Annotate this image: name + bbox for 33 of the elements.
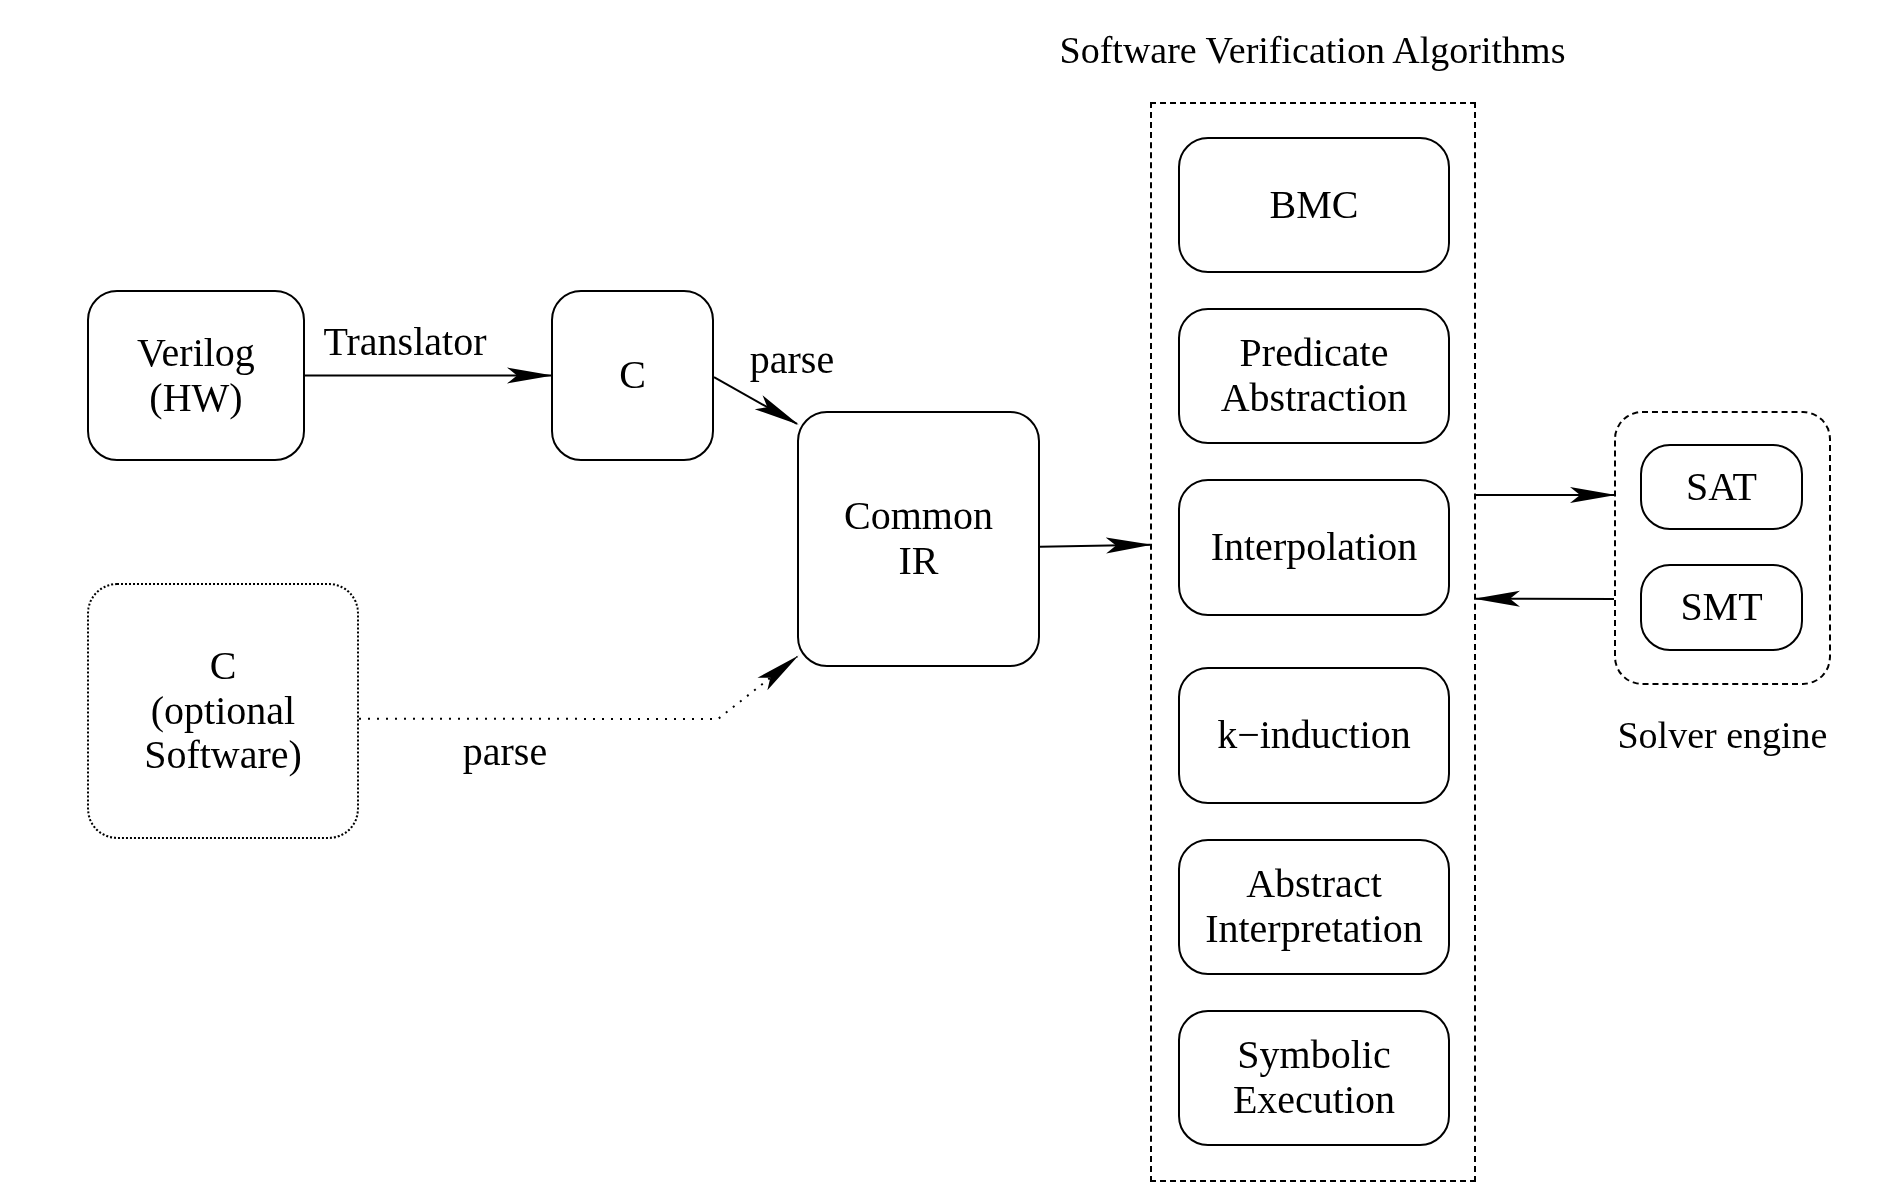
box-text: Abstract Interpretation [1205,862,1423,952]
box-text: Symbolic Execution [1232,1033,1396,1123]
process-box [87,290,305,461]
box-text: SAT [1685,464,1758,510]
box-text: Interpolation [1210,525,1418,570]
box-text: k−induction [1217,713,1411,758]
arrow [304,367,553,384]
process-box [1178,839,1450,975]
process-box [1178,479,1450,616]
group-title: Solver engine [1616,713,1829,758]
arrow [1475,487,1616,504]
box-text: SMT [1680,585,1763,630]
process-box [1640,564,1803,651]
process-box [1178,667,1450,804]
box-text: Predicate Abstraction [1220,331,1408,421]
process-box [1178,137,1450,273]
process-box [551,290,714,461]
box-text: Verilog (HW) [137,330,255,421]
process-box [87,583,359,839]
arrow [358,655,799,720]
process-box [1640,444,1803,530]
group-title: Software Verification Algorithms [1058,28,1567,73]
box-text: BMC [1269,182,1359,228]
process-box [1178,308,1450,444]
box-text: C [209,643,237,689]
arrow [1039,537,1152,554]
arrow [713,376,799,425]
arrow [1474,590,1615,607]
process-box [797,411,1040,667]
box-text: (optional Software) [144,688,302,779]
box-text: C [619,353,646,398]
process-box [1178,1010,1450,1146]
box-text: Common IR [844,494,993,584]
